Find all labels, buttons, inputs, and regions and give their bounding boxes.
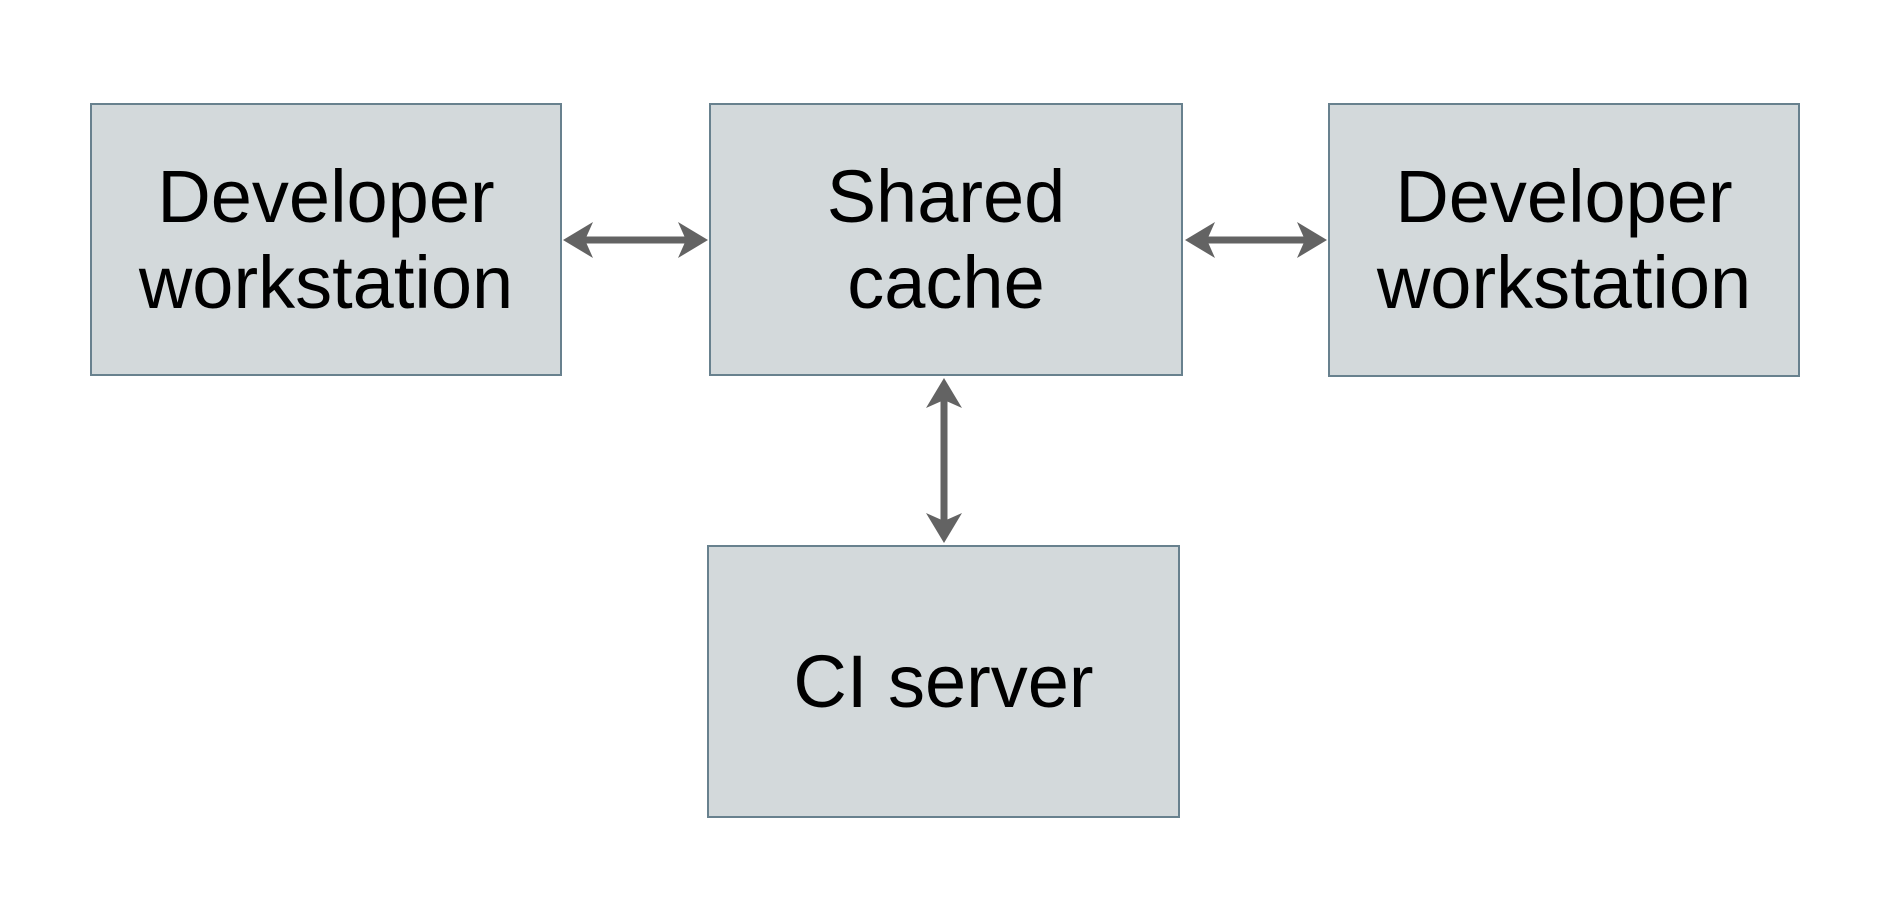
node-label-line: Shared <box>826 154 1066 238</box>
node-developer-workstation-left: Developer workstation <box>90 103 562 376</box>
bidirectional-arrow-left-cache <box>563 222 708 258</box>
node-label: CI server <box>793 639 1093 725</box>
node-label-line: CI server <box>793 639 1094 723</box>
node-label: Shared cache <box>827 154 1066 326</box>
node-label-line: Developer <box>157 154 495 238</box>
node-ci-server: CI server <box>707 545 1180 818</box>
node-developer-workstation-right: Developer workstation <box>1328 103 1800 377</box>
bidirectional-arrow-cache-ci <box>926 378 962 543</box>
node-label-line: cache <box>847 240 1045 324</box>
node-label-line: workstation <box>1376 241 1752 324</box>
node-label-line: workstation <box>138 240 514 324</box>
node-label-line: Developer <box>1395 155 1733 238</box>
node-label: Developer workstation <box>139 154 513 326</box>
node-shared-cache: Shared cache <box>709 103 1183 376</box>
node-label: Developer workstation <box>1377 154 1751 326</box>
bidirectional-arrow-cache-right <box>1185 222 1327 258</box>
